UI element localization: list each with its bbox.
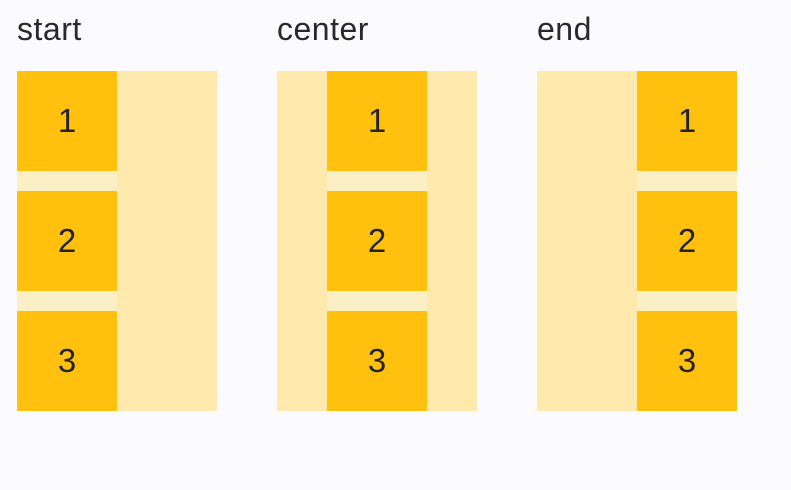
demo-item: 1 [637,71,737,171]
items-track-center: 1 2 3 [327,71,427,411]
demo-item: 1 [327,71,427,171]
demo-item: 2 [327,191,427,291]
alignment-example-end: end 1 2 3 [537,9,737,411]
demo-container-center: 1 2 3 [277,71,477,411]
alignment-demo-figure: start 1 2 3 center 1 2 3 end 1 2 3 [17,9,737,411]
demo-item: 3 [637,311,737,411]
demo-item: 2 [17,191,117,291]
example-label-center: center [277,11,369,47]
example-label-end: end [537,11,592,47]
example-label-start: start [17,11,82,47]
demo-item: 3 [17,311,117,411]
items-track-end: 1 2 3 [637,71,737,411]
demo-container-start: 1 2 3 [17,71,217,411]
demo-item: 2 [637,191,737,291]
demo-item: 1 [17,71,117,171]
demo-container-end: 1 2 3 [537,71,737,411]
items-track-start: 1 2 3 [17,71,117,411]
alignment-example-center: center 1 2 3 [277,9,477,411]
alignment-example-start: start 1 2 3 [17,9,217,411]
demo-item: 3 [327,311,427,411]
